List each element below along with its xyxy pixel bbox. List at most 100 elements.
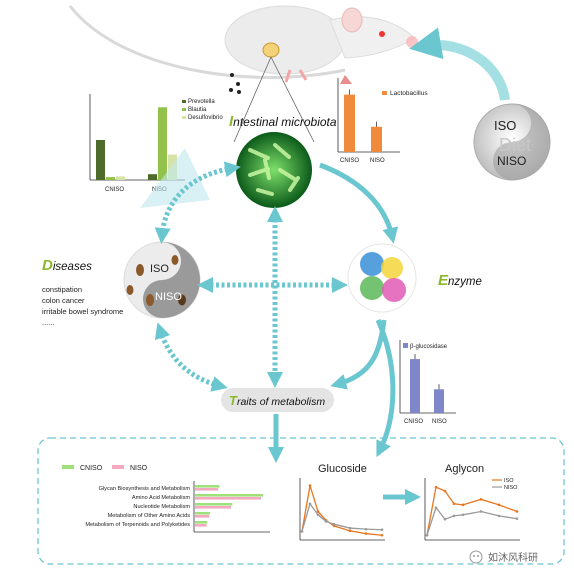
genus-cat-cniso: CNISO <box>105 187 124 193</box>
metab-legend-1: NISO <box>130 465 148 472</box>
microbiota-title: Intestinal microbiota <box>229 113 337 130</box>
agly-point-1-1 <box>434 506 438 509</box>
metab-cat-1: Amino Acid Metabolism <box>132 495 190 501</box>
metabolism-bars <box>195 485 263 527</box>
agly-point-0-4 <box>461 503 465 507</box>
diseases-circle: ISO NISO <box>123 241 201 319</box>
lacto-bar-1 <box>371 126 382 152</box>
enzyme-title: Enzyme <box>438 272 482 289</box>
enzyme-circle <box>347 243 417 313</box>
diet-circle: ISO Diet NISO <box>473 103 551 181</box>
lacto-legend: Lactobacillus <box>390 90 428 97</box>
agly-point-0-3 <box>452 502 456 506</box>
gluc-point-1-1 <box>308 502 312 506</box>
flow-arrows <box>267 162 422 506</box>
enz-legend: β-glucosidase <box>410 344 448 350</box>
metabolism-dashed-box <box>37 437 565 565</box>
enz-bar-0 <box>410 359 420 413</box>
genus-bar-0-1 <box>148 174 157 180</box>
enz-cat-niso: NISO <box>432 419 447 425</box>
disease-item-1: colon cancer <box>42 296 85 305</box>
diet-label: Diet <box>499 135 531 155</box>
diet-to-mouse-arrow <box>409 27 510 101</box>
genus-bar-2-0 <box>116 176 125 180</box>
lacto-cat-niso: NISO <box>370 158 385 164</box>
glucoside-title: Glucoside <box>318 463 367 475</box>
lacto-cat-cniso: CNISO <box>340 158 359 164</box>
gluc-point-1-3 <box>324 520 328 523</box>
agly-point-1-6 <box>497 514 501 518</box>
diseases-title: Diseases <box>42 257 92 274</box>
lactobacillus-chart: CNISO NISO Lactobacillus <box>337 78 428 164</box>
metab-bar-1-1 <box>195 497 261 500</box>
gluc-point-1-4 <box>332 522 336 526</box>
watermark: 如沐风科研 <box>469 550 538 564</box>
diseases-iso-label: ISO <box>150 263 169 275</box>
gluc-point-1-0 <box>300 530 304 533</box>
genus-chart: CNISO NISO Prevotella Blautia Desulfovib… <box>89 94 223 193</box>
genus-bar-1-1 <box>158 107 167 180</box>
enzyme-bars <box>410 354 444 413</box>
enz-cat-cniso: CNISO <box>404 419 423 425</box>
metab-cat-3: Metabolism of Other Amino Acids <box>108 513 191 519</box>
diet-iso-label: ISO <box>494 118 516 133</box>
enzyme-to-traits-arrow <box>330 319 387 390</box>
agly-point-0-7 <box>515 510 519 513</box>
metab-cat-2: Nucleotide Metabolism <box>133 504 190 510</box>
lacto-bars <box>344 89 382 152</box>
dashed-arrows <box>154 161 349 392</box>
metab-bar-0-4 <box>195 521 208 524</box>
diseases-traits-arrow <box>154 322 228 392</box>
gluc-point-0-5 <box>348 529 352 533</box>
genus-legend-1: Blautia <box>188 107 207 113</box>
lacto-bar-0 <box>344 94 355 152</box>
agly-point-1-0 <box>425 533 429 537</box>
diet-niso-label: NISO <box>497 154 526 168</box>
agly-point-0-1 <box>434 485 438 489</box>
mouse-illustration <box>68 5 418 143</box>
gluc-line-1 <box>301 502 383 532</box>
genus-bar-1-0 <box>106 177 115 180</box>
agly-point-0-5 <box>479 498 483 501</box>
aglycon-chart: Aglycon ISO NISO <box>424 463 520 541</box>
agly-point-1-5 <box>479 510 483 513</box>
gluc-point-1-7 <box>380 528 384 532</box>
metab-cat-4: Metabolism of Terpenoids and Polyketides <box>85 522 190 528</box>
disease-item-3: ...... <box>42 318 55 327</box>
disease-item-0: constipation <box>42 285 82 294</box>
gluc-point-0-6 <box>364 532 368 535</box>
genus-bar-0-0 <box>96 140 105 180</box>
microbiota-to-enzyme-arrow <box>319 162 399 244</box>
traits-title: Traits of metabolism <box>229 393 325 408</box>
gluc-point-1-6 <box>364 527 368 531</box>
agly-line-0 <box>426 486 518 536</box>
microbiota-diseases-arrow <box>154 161 241 244</box>
aglycon-lines <box>425 485 519 537</box>
aglycon-title: Aglycon <box>445 463 484 475</box>
agly-point-1-7 <box>515 517 519 520</box>
gluc-point-1-2 <box>316 513 320 517</box>
metab-bar-1-3 <box>195 515 210 518</box>
genus-bars <box>96 107 177 180</box>
watermark-text: 如沐风科研 <box>488 551 538 564</box>
agly-point-0-2 <box>443 489 447 493</box>
metab-cat-0: Glycan Biosynthesis and Metabolism <box>99 486 191 492</box>
agly-legend-1: NISO <box>504 485 518 491</box>
metab-bar-0-3 <box>195 512 210 515</box>
gluc-point-0-2 <box>316 510 320 513</box>
agly-point-1-2 <box>443 517 447 521</box>
metab-bar-1-4 <box>195 524 207 527</box>
bacteria-circle <box>236 132 312 208</box>
agly-point-1-4 <box>461 513 465 517</box>
gluc-point-0-7 <box>380 533 384 537</box>
genus-legend-2: Desulfovibrio <box>188 115 223 121</box>
glucoside-lines <box>300 484 384 537</box>
traits-box: Traits of metabolism <box>221 388 334 412</box>
glucoside-chart: Glucoside <box>299 463 385 541</box>
metabolism-chart: CNISO NISO Glycan Biosynthesis and Metab… <box>62 465 270 533</box>
metab-bar-1-2 <box>195 506 232 509</box>
metab-legend-0: CNISO <box>80 465 103 472</box>
disease-item-2: irritable bowel syndrome <box>42 307 123 316</box>
metab-bar-0-0 <box>195 485 220 488</box>
